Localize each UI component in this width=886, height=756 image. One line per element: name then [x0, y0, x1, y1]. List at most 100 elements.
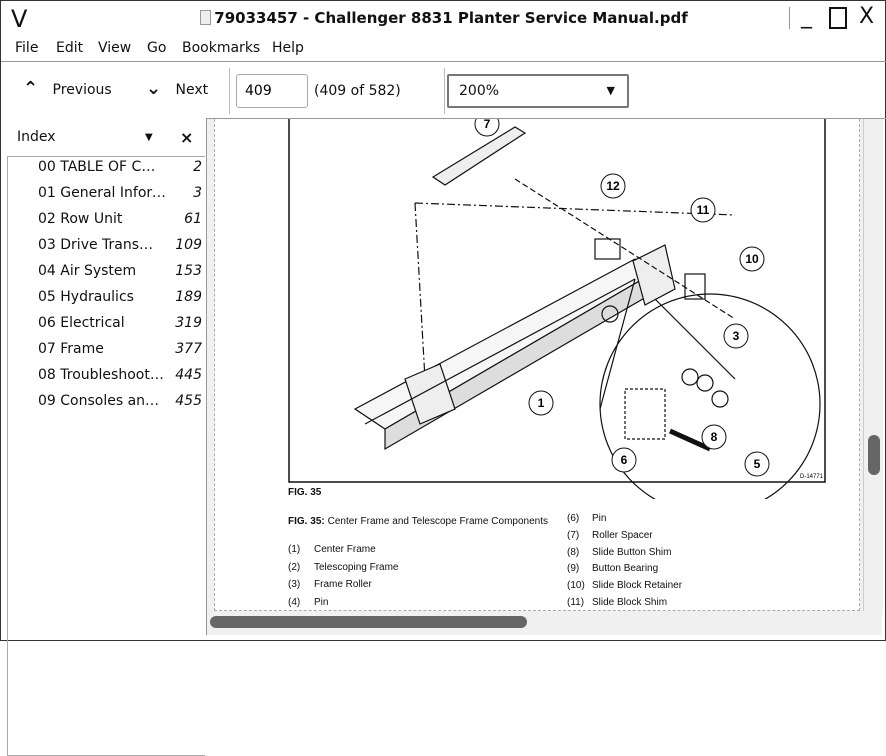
- vertical-scrollbar[interactable]: [863, 119, 883, 611]
- legend-text: Slide Button Shim: [592, 546, 672, 558]
- zoom-select[interactable]: 200% ▼: [447, 74, 629, 108]
- toolbar: ⌃ Previous ⌄ Next (409 of 582) 200% ▼: [1, 62, 886, 119]
- callout-8: 7: [474, 119, 500, 137]
- legend-item: (8) Slide Button Shim: [567, 546, 672, 559]
- svg-text:1: 1: [538, 396, 545, 410]
- legend-item: (10)Slide Block Retainer: [567, 580, 682, 592]
- app-logo: V: [11, 5, 28, 33]
- menu-bookmarks[interactable]: Bookmarks: [182, 40, 261, 56]
- index-item-label: 03 Drive Transmission: [38, 237, 166, 253]
- previous-label: Previous: [52, 82, 112, 98]
- index-item-label: 06 Electrical: [38, 315, 125, 331]
- index-item-page: 61: [184, 211, 202, 227]
- legend-number: (9): [567, 563, 580, 575]
- figure-frame: [288, 119, 826, 483]
- horizontal-scroll-thumb[interactable]: [210, 616, 527, 628]
- svg-text:3: 3: [733, 329, 740, 343]
- caption-text: Center Frame and Telescope Frame Compone…: [327, 516, 548, 527]
- index-item-page: 445: [175, 367, 202, 383]
- document-icon: [200, 10, 212, 25]
- chevron-up-icon: ⌃: [23, 78, 39, 99]
- divider: [229, 68, 230, 114]
- legend-item: (11)Slide Block Shim: [567, 597, 667, 609]
- page-count: (409 of 582): [314, 83, 401, 99]
- divider: [444, 68, 445, 114]
- figure-id: D-14771: [800, 474, 824, 480]
- index-item[interactable]: 01 General Information 3: [38, 185, 204, 211]
- legend-number: (4): [288, 596, 301, 608]
- menu-help[interactable]: Help: [272, 40, 304, 56]
- sidebar-close-icon[interactable]: ×: [180, 128, 194, 147]
- legend-number: (8): [567, 546, 580, 558]
- legend-item: (4)Pin: [288, 596, 328, 609]
- index-item-page: 377: [175, 341, 202, 357]
- index-item-label: 07 Frame: [38, 341, 104, 357]
- zoom-value: 200%: [459, 83, 500, 99]
- next-button[interactable]: ⌄ Next: [146, 78, 208, 99]
- index-item[interactable]: 07 Frame 377: [38, 341, 204, 367]
- page-number-input[interactable]: [236, 74, 308, 108]
- caption-label: FIG. 35:: [288, 516, 325, 527]
- sidebar: Index ▼ × 00 TABLE OF CONTENTS201 Genera…: [1, 119, 207, 756]
- legend-text: Pin: [592, 513, 607, 524]
- index-item-page: 3: [193, 185, 202, 201]
- index-item-page: 109: [175, 237, 202, 253]
- index-item-label: 08 Troubleshooting: [38, 367, 166, 383]
- menu-edit[interactable]: Edit: [56, 40, 84, 56]
- svg-text:7: 7: [484, 119, 491, 131]
- index-item-label: 05 Hydraulics: [38, 289, 134, 305]
- index-item-label: 02 Row Unit: [38, 211, 123, 227]
- index-item-label: 01 General Information: [38, 185, 166, 201]
- index-item-page: 2: [193, 159, 202, 175]
- dropdown-arrow-icon: ▼: [606, 84, 615, 97]
- index-item[interactable]: 08 Troubleshooting 445: [38, 367, 204, 393]
- figure-diagram: 7 12 11 10 3 1 8 6 5 D-14771: [288, 119, 826, 499]
- close-button[interactable]: X: [859, 4, 875, 29]
- figure-caption: FIG. 35: Center Frame and Telescope Fram…: [288, 516, 548, 528]
- figure-label: FIG. 35: [288, 487, 322, 498]
- legend-number: (10): [567, 580, 585, 592]
- maximize-button[interactable]: [829, 7, 847, 29]
- svg-text:8: 8: [711, 430, 718, 444]
- window-title-text: 79033457 - Challenger 8831 Planter Servi…: [214, 9, 688, 27]
- legend-text: Slide Block Shim: [592, 597, 668, 608]
- menu-bar: File Edit View Go Bookmarks Help: [1, 35, 886, 62]
- frame-drawing: [353, 126, 821, 499]
- legend-item: (6) Pin: [567, 513, 606, 525]
- callout-10: 10: [739, 246, 765, 272]
- sidebar-dropdown-icon[interactable]: ▼: [145, 132, 153, 143]
- legend-text: Frame Roller: [314, 579, 372, 590]
- horizontal-scrollbar[interactable]: [207, 611, 863, 635]
- callout-3: 3: [723, 323, 749, 349]
- index-item[interactable]: 02 Row Unit 61: [38, 211, 204, 237]
- minimize-button[interactable]: _: [801, 4, 812, 29]
- svg-text:5: 5: [754, 457, 761, 471]
- svg-text:11: 11: [697, 203, 710, 217]
- svg-text:10: 10: [745, 252, 759, 266]
- menu-file[interactable]: File: [15, 40, 39, 56]
- index-item-label: 00 TABLE OF CONTENTS: [38, 159, 166, 175]
- callout-11: 11: [690, 197, 716, 223]
- menu-view[interactable]: View: [98, 40, 132, 56]
- previous-button[interactable]: ⌃ Previous: [23, 78, 112, 99]
- legend-item: (7)Roller Spacer: [567, 530, 653, 542]
- legend-number: (2): [288, 561, 301, 573]
- legend-text: Center Frame: [314, 544, 376, 555]
- next-label: Next: [175, 82, 209, 98]
- legend-text: Roller Spacer: [592, 529, 653, 541]
- menu-go[interactable]: Go: [147, 40, 167, 56]
- index-item[interactable]: 03 Drive Transmission 109: [38, 237, 204, 263]
- pdf-page: 7 12 11 10 3 1 8 6 5 D-14771 FIG. 35 FIG…: [214, 119, 860, 611]
- legend-number: (6): [567, 513, 580, 524]
- svg-text:12: 12: [606, 179, 620, 193]
- index-item-page: 153: [175, 263, 202, 279]
- index-item[interactable]: 09 Consoles and Monitors455: [38, 393, 204, 419]
- index-item[interactable]: 00 TABLE OF CONTENTS 2: [38, 159, 204, 185]
- callout-6: 6: [611, 447, 637, 473]
- vertical-scroll-thumb[interactable]: [868, 435, 880, 475]
- index-list: 00 TABLE OF CONTENTS 2 01 General Informat…: [7, 156, 205, 756]
- legend-text: Button Bearing: [592, 563, 659, 575]
